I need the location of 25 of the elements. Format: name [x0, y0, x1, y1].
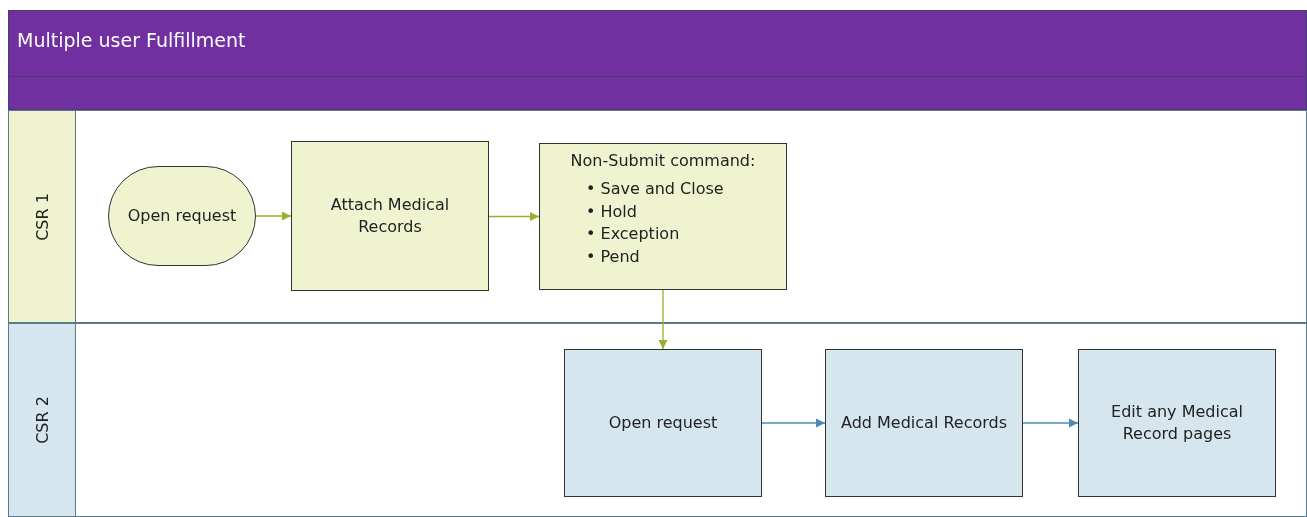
box-label: Open request: [127, 204, 237, 227]
list-item: • Hold: [586, 200, 638, 223]
process-box: [825, 349, 1023, 497]
process-box: [539, 143, 787, 290]
process-box: [291, 141, 489, 291]
arrow: [658, 289, 668, 350]
list-item: • Pend: [586, 245, 641, 268]
arrow: [1022, 418, 1079, 428]
list-item: • Save and Close: [586, 178, 724, 201]
arrow: [761, 418, 826, 428]
process-box: [1078, 349, 1276, 497]
swimlane: [8, 323, 1307, 517]
title-header: Multiple user Fulfillment: [8, 10, 1307, 77]
lane-label: CSR 1: [32, 192, 52, 241]
box-label: Edit any Medical Record pages: [1110, 400, 1244, 445]
arrow: [488, 211, 540, 222]
process-box: [564, 349, 762, 497]
lane-label: CSR 2: [32, 396, 52, 444]
list-item: • Exception: [586, 223, 681, 246]
swimlane: [8, 110, 1307, 323]
box-label: Add Medical Records: [840, 411, 1008, 434]
box-label: Attach Medical Records: [329, 193, 451, 238]
arrow: [255, 211, 292, 221]
box-heading: Non-Submit command:: [570, 150, 756, 172]
box-label: Open request: [608, 411, 718, 434]
